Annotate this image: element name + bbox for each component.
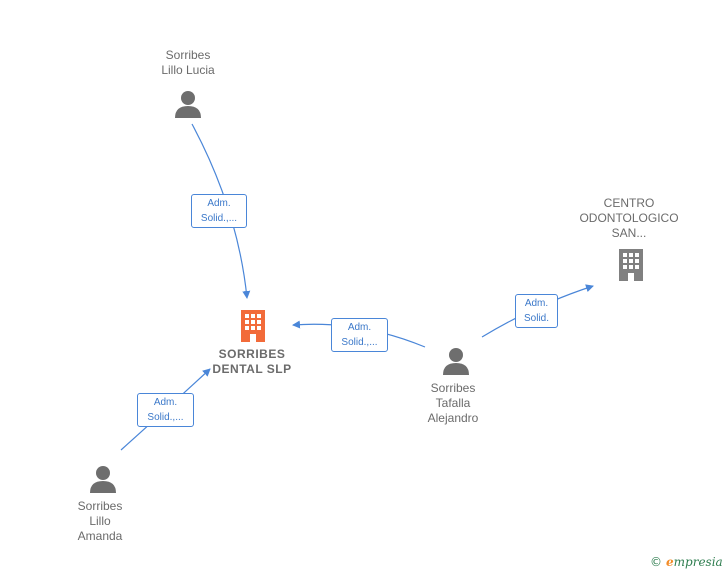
building-icon[interactable] — [238, 308, 268, 342]
node-label-sorribes-dental-slp[interactable]: SORRIBES DENTAL SLP — [212, 347, 292, 376]
building-icon[interactable] — [616, 247, 646, 281]
person-icon[interactable] — [442, 346, 470, 376]
person-icon[interactable] — [89, 464, 117, 494]
brand-e: e — [666, 555, 674, 569]
edge-label-lucia-dental[interactable]: Adm. Solid.,... — [191, 194, 247, 228]
copyright-symbol: © — [650, 555, 662, 569]
brand-name: mpresia — [673, 555, 723, 569]
edge-label-tafalla-dental[interactable]: Adm. Solid.,... — [331, 318, 388, 352]
node-label-lillo-amanda[interactable]: Sorribes Lillo Amanda — [77, 499, 123, 543]
node-label-tafalla-alejandro[interactable]: Sorribes Tafalla Alejandro — [427, 381, 479, 425]
node-label-lillo-lucia[interactable]: Sorribes Lillo Lucia — [161, 48, 215, 77]
empresia-watermark: © empresia — [650, 555, 723, 569]
edge-label-tafalla-centro[interactable]: Adm. Solid. — [515, 294, 558, 328]
person-icon[interactable] — [174, 89, 202, 119]
edge-label-amanda-dental[interactable]: Adm. Solid.,... — [137, 393, 194, 427]
node-label-centro-odontologico[interactable]: CENTRO ODONTOLOGICO SAN... — [579, 196, 679, 240]
